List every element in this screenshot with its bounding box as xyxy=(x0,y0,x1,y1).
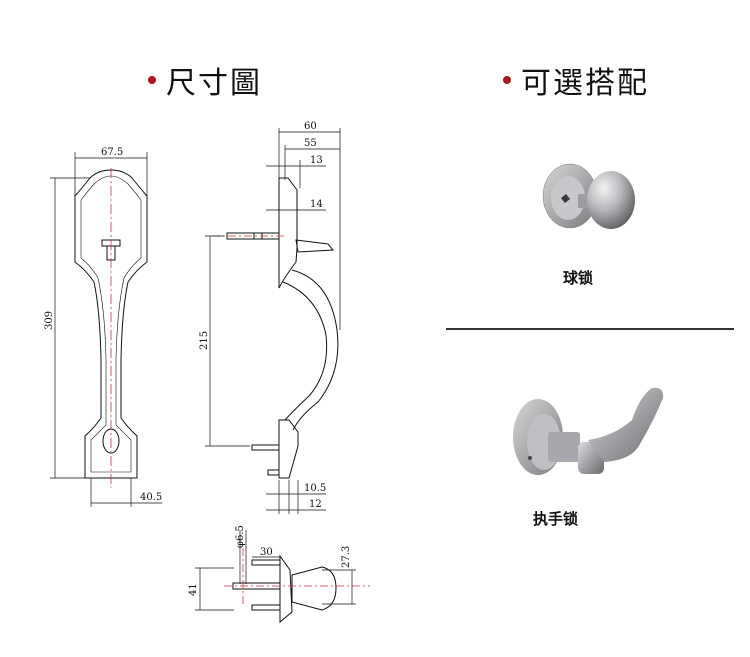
dim-10-5: 10.5 xyxy=(304,483,326,494)
dimensions-title: 尺寸圖 xyxy=(148,58,262,102)
front-dimension-lines xyxy=(50,152,162,507)
dim-14: 14 xyxy=(310,199,323,210)
options-title-text: 可選搭配 xyxy=(521,66,649,101)
dim-depth-55: 55 xyxy=(304,138,317,149)
dim-phi: φ6.5 xyxy=(235,525,246,548)
title-bullet xyxy=(503,76,511,84)
top-dimension-lines xyxy=(195,530,356,611)
dim-13: 13 xyxy=(310,155,323,166)
options-title: 可選搭配 xyxy=(503,58,649,102)
front-view xyxy=(74,169,148,479)
dim-41: 41 xyxy=(188,583,199,596)
dim-30: 30 xyxy=(260,547,273,558)
dim-spacing-215: 215 xyxy=(199,331,210,350)
option-divider xyxy=(446,328,734,330)
dim-width-bottom: 40.5 xyxy=(140,492,162,503)
dim-27-3: 27.3 xyxy=(341,546,352,568)
side-view xyxy=(226,177,339,479)
knob-lock-label: 球锁 xyxy=(563,269,594,287)
dim-12: 12 xyxy=(309,499,322,510)
dim-height-total: 309 xyxy=(44,311,55,330)
title-bullet xyxy=(148,76,156,84)
dim-depth-total: 60 xyxy=(304,121,317,132)
lever-lock-icon xyxy=(513,387,664,475)
lever-lock-label: 执手锁 xyxy=(533,510,579,528)
knob-lock-icon xyxy=(542,163,635,229)
side-dimension-lines xyxy=(205,128,341,514)
top-view xyxy=(232,554,337,624)
dimensions-title-text: 尺寸圖 xyxy=(166,66,262,101)
dim-width-top: 67.5 xyxy=(101,147,123,158)
